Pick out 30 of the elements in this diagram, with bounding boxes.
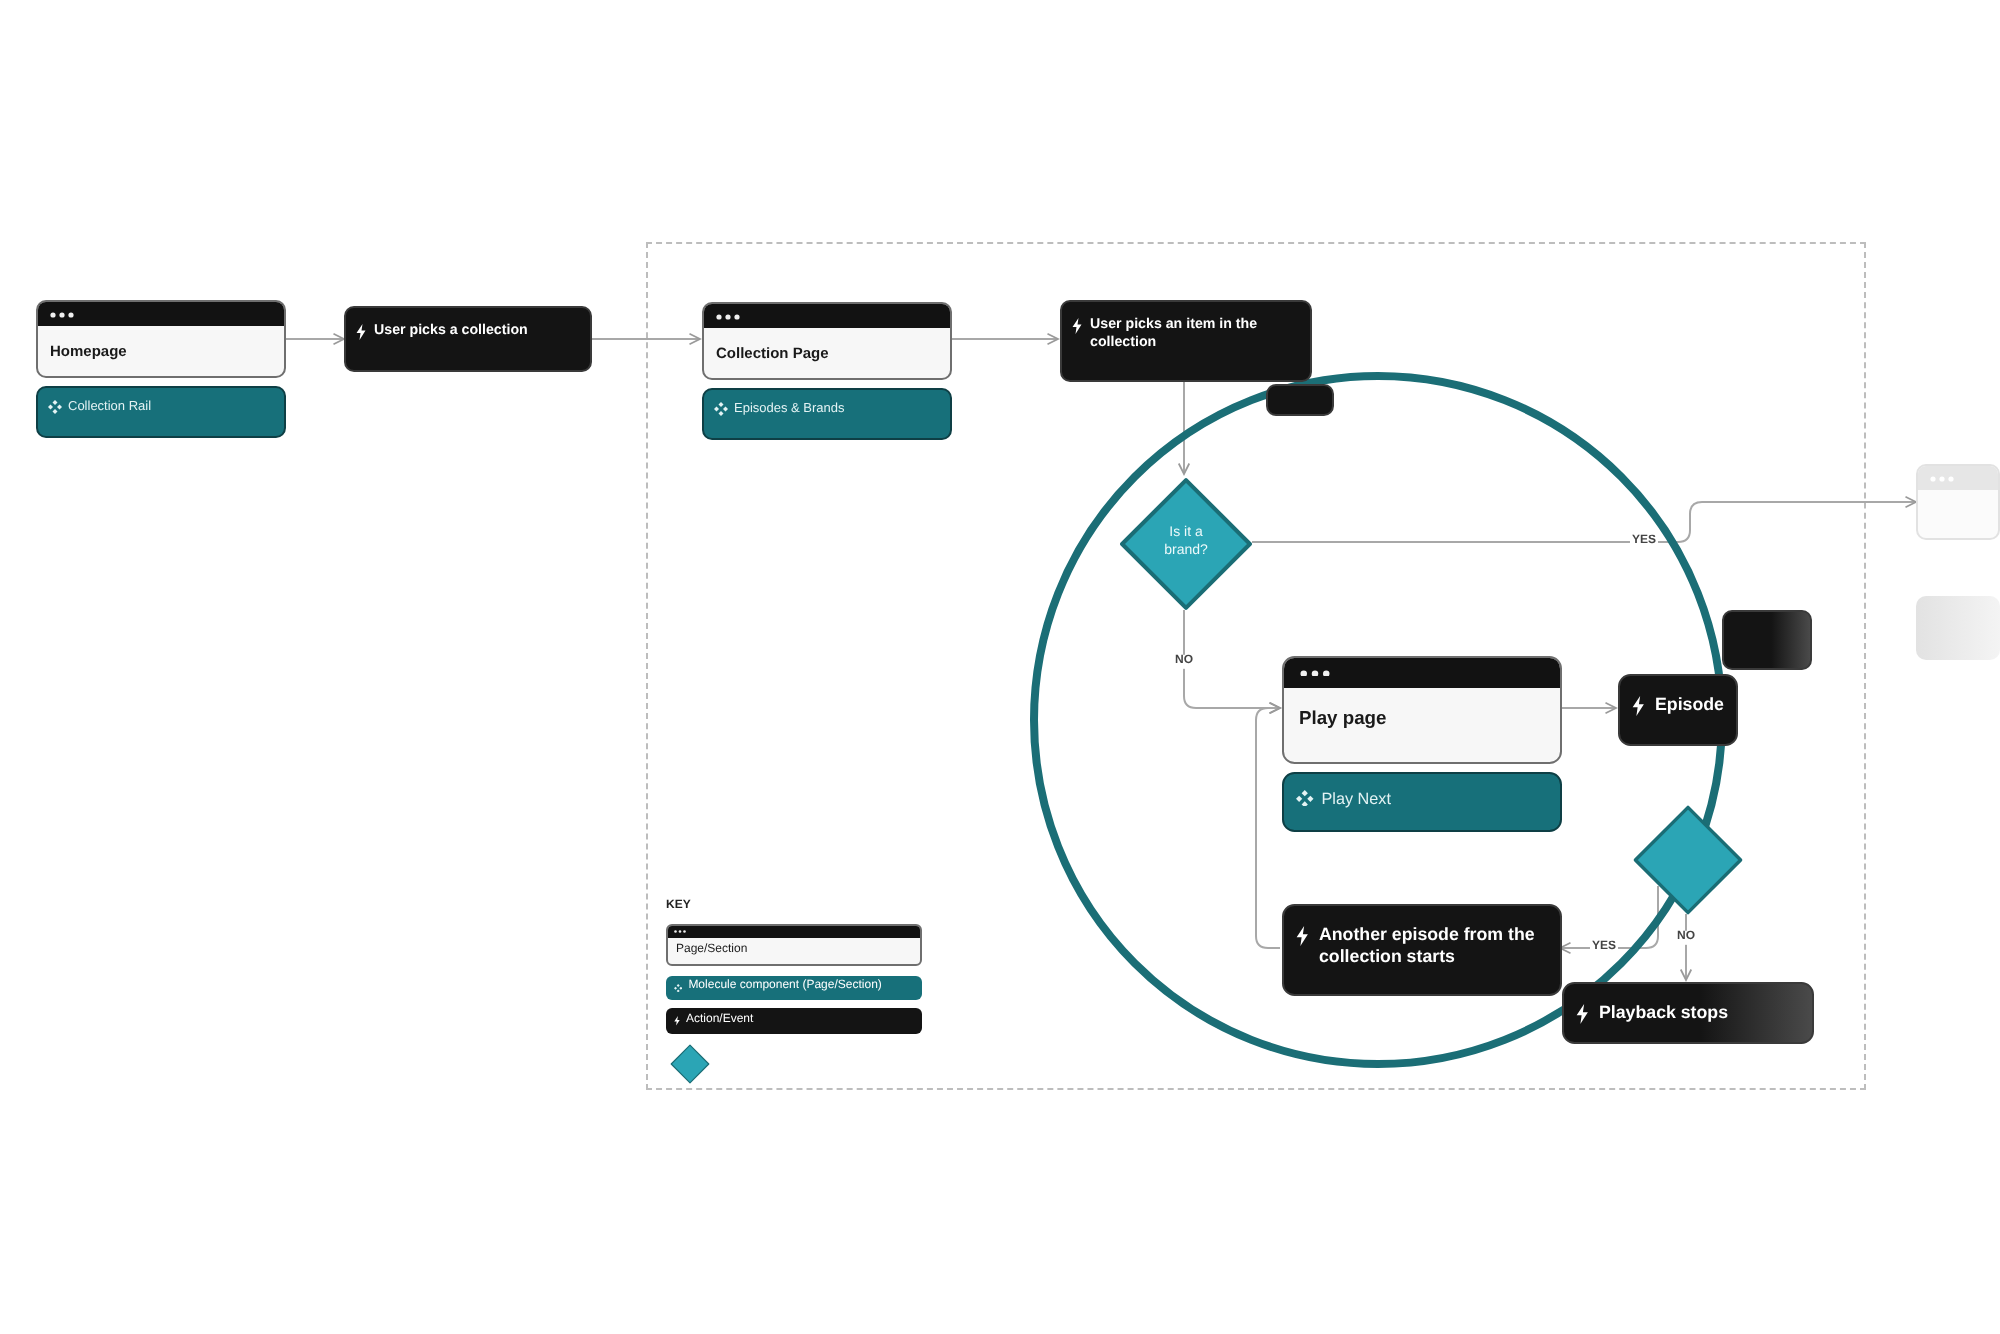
event-label: Another episode from the collection starts <box>1319 923 1537 970</box>
connector-arrow <box>591 332 701 346</box>
event-card <box>344 306 592 372</box>
page-card <box>702 302 952 380</box>
event-card <box>1562 982 1814 1044</box>
partial-card <box>1266 384 1334 416</box>
faded-page-card <box>1916 464 2000 540</box>
event-card <box>1618 674 1738 746</box>
faded-event-card <box>1916 596 2000 660</box>
connector-arrow <box>949 332 1059 346</box>
connector-arrow <box>1679 913 1693 981</box>
component-label: Play Next <box>1321 789 1391 809</box>
decision-diamond <box>1632 804 1744 916</box>
connector-arrow <box>1251 495 1917 543</box>
event-label: Episode <box>1655 693 1724 717</box>
component-card <box>36 386 286 438</box>
decision-diamond <box>670 1044 710 1084</box>
component-card <box>702 388 952 440</box>
page-title: Play page <box>1299 708 1387 731</box>
partial-card <box>1722 610 1812 670</box>
connector-arrow <box>1177 379 1191 475</box>
event-label: Playback stops <box>1599 1001 1729 1025</box>
event-card <box>1282 904 1562 996</box>
page-card <box>36 300 286 378</box>
page-card <box>1282 656 1562 764</box>
connector-arrow <box>285 332 345 346</box>
event-card <box>1060 300 1312 382</box>
component-card <box>1282 772 1562 832</box>
decision-diamond <box>1118 476 1254 612</box>
connector-arrow <box>1559 701 1617 715</box>
